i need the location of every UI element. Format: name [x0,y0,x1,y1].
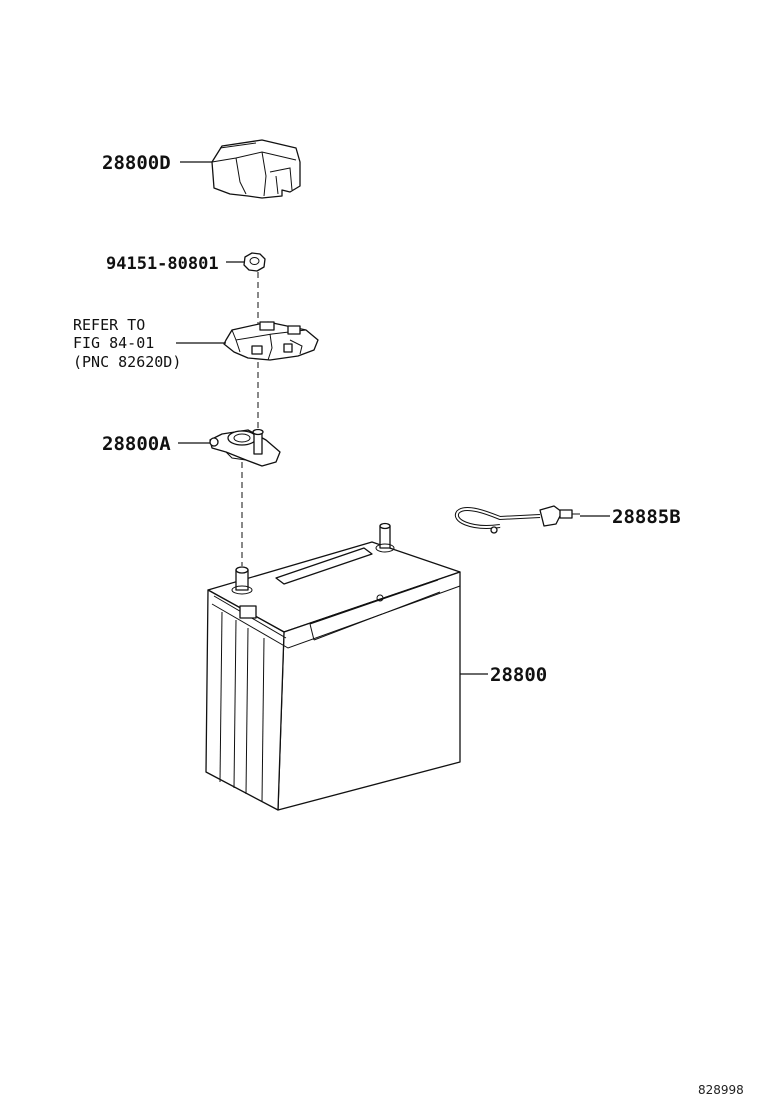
figure-id: 828998 [698,1083,744,1097]
terminal-cover-28800D[interactable] [211,139,301,199]
refer-line-3: (PNC 82620D) [73,353,181,371]
nut-94151-80801[interactable] [243,252,266,272]
clamp-part-number: 28800A [102,433,171,455]
terminal-clamp-28800A[interactable] [209,428,281,467]
cable-part-number: 28885B [612,506,681,528]
refer-line-1: REFER TO [73,316,145,334]
cover-part-number: 28800D [102,152,171,174]
nut-part-number: 94151-80801 [106,254,219,274]
refer-line-2: FIG 84-01 [73,334,154,352]
sensor-cable-28885B[interactable] [454,505,580,534]
fuse-block-assembly[interactable] [223,321,319,361]
battery-28800[interactable] [205,522,461,811]
battery-part-number: 28800 [490,664,547,686]
